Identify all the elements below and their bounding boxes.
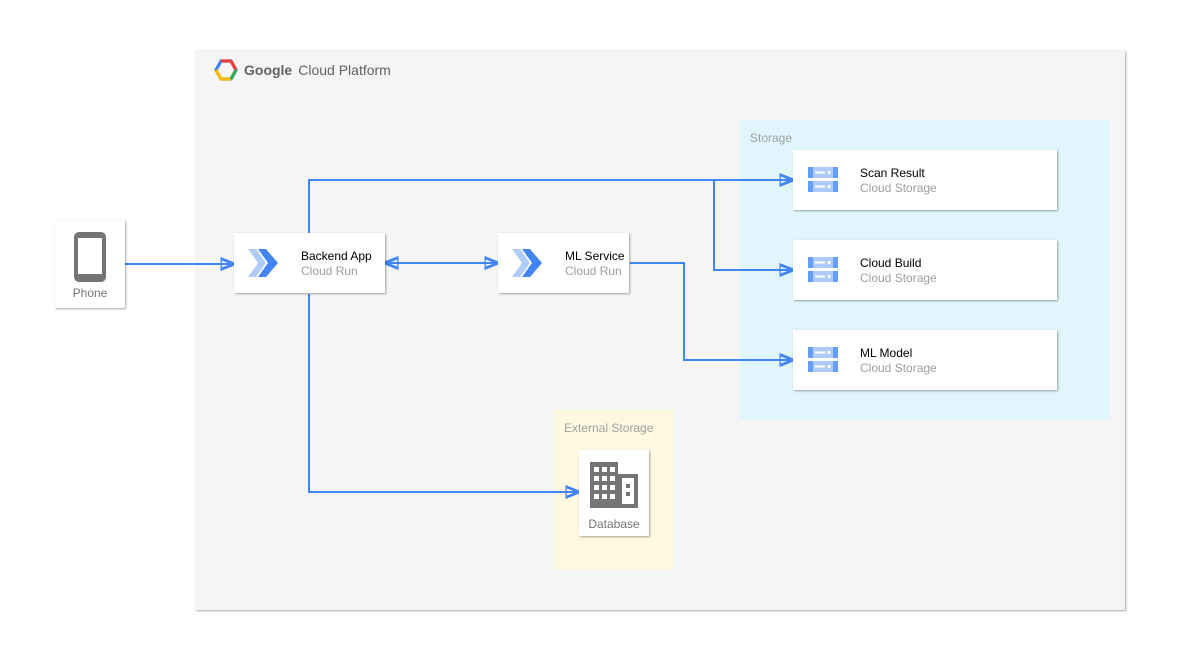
gcp-platform-name: Cloud Platform (298, 62, 391, 78)
backend-app-node[interactable]: Backend App Cloud Run (234, 233, 385, 293)
cloud-build-subtitle: Cloud Storage (860, 271, 937, 285)
cloud-build-node[interactable]: Cloud Build Cloud Storage (793, 240, 1057, 300)
google-cloud-logo-icon (214, 59, 238, 81)
gcp-title: Google Cloud Platform (214, 58, 391, 82)
scan-result-title: Scan Result (860, 166, 925, 180)
phone-icon (74, 232, 106, 282)
cloud-storage-icon (808, 167, 838, 192)
ml-model-node[interactable]: ML Model Cloud Storage (793, 330, 1057, 390)
ml-model-subtitle: Cloud Storage (860, 361, 937, 375)
ml-service-subtitle: Cloud Run (565, 264, 622, 278)
backend-app-subtitle: Cloud Run (301, 264, 358, 278)
database-label: Database (588, 517, 640, 531)
storage-zone-label: Storage (750, 131, 793, 145)
scan-result-node[interactable]: Scan Result Cloud Storage (793, 150, 1057, 210)
database-building-icon (590, 462, 638, 508)
cloud-run-icon (512, 249, 542, 277)
backend-app-title: Backend App (301, 249, 372, 263)
scan-result-subtitle: Cloud Storage (860, 181, 937, 195)
cloud-build-title: Cloud Build (860, 256, 922, 270)
external-storage-zone-label: External Storage (564, 421, 654, 435)
ml-model-title: ML Model (860, 346, 913, 360)
cloud-storage-icon (808, 347, 838, 372)
cloud-storage-icon (808, 257, 838, 282)
database-node[interactable]: Database (579, 450, 649, 536)
cloud-run-icon (248, 249, 278, 277)
ml-service-title: ML Service (565, 249, 625, 263)
ml-service-node[interactable]: ML Service Cloud Run (498, 233, 629, 293)
gcp-brand: Google (244, 62, 293, 78)
phone-node[interactable]: Phone (55, 220, 125, 308)
phone-label: Phone (72, 286, 108, 300)
